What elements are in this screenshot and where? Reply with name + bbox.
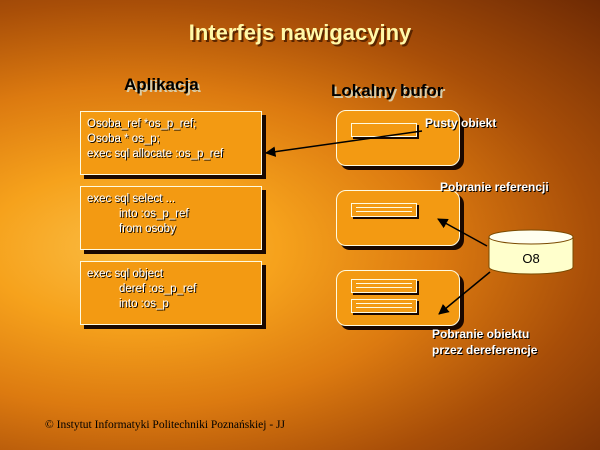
reference-record-shape (351, 203, 417, 217)
copyright-footer: © Instytut Informatyki Politechniki Pozn… (45, 419, 285, 431)
arrow-db-to-object (438, 271, 491, 315)
cache-slot-empty-object (336, 110, 460, 166)
application-column-heading: Aplikacja (124, 75, 199, 94)
code-text-declare-allocate: Osoba_ref *os_p_ref; Osoba * os_p; exec … (87, 118, 224, 160)
code-box-declare-allocate: Osoba_ref *os_p_ref; Osoba * os_p; exec … (80, 111, 262, 175)
code-text-object-deref: exec sql object deref :os_p_ref into :os… (87, 268, 197, 310)
arrow-allocate-to-empty-object (264, 130, 423, 157)
database-cylinder-icon (488, 229, 574, 275)
arrow-db-to-reference (437, 218, 488, 247)
slide-title: Interfejs nawigacyjny (188, 20, 412, 45)
code-box-object-deref: exec sql object deref :os_p_ref into :os… (80, 261, 262, 325)
annotation-fetch-reference: Pobranie referencji (440, 180, 549, 194)
object-record-shape-top (351, 279, 417, 293)
annotation-fetch-object: Pobranie obiektu przez dereferencje (432, 327, 538, 357)
annotation-empty-object: Pusty obiekt (425, 116, 497, 130)
database-label: O8 (522, 251, 540, 266)
local-cache-column-heading: Lokalny bufor (331, 81, 444, 100)
cache-slot-reference (336, 190, 460, 246)
code-text-select-into: exec sql select ... into :os_p_ref from … (87, 193, 189, 235)
code-box-select-into: exec sql select ... into :os_p_ref from … (80, 186, 262, 250)
cache-slot-object (336, 270, 460, 326)
object-record-shape-bottom (351, 299, 417, 313)
